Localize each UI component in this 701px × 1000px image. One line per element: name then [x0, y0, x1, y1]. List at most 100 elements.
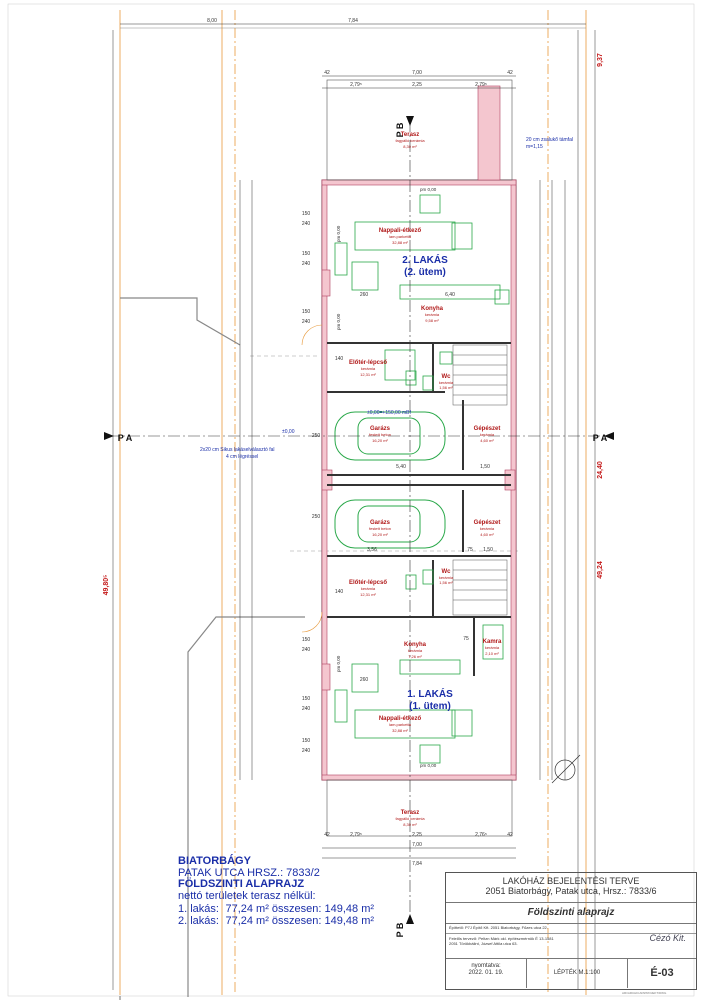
- plan-name: FÖLDSZINTI ALAPRAJZ: [178, 878, 305, 890]
- dim-text: 150: [302, 309, 311, 315]
- room-floor: festett beton: [369, 526, 391, 531]
- dim-text: 2,79⁵: [475, 82, 487, 88]
- site-info: BIATORBÁGY PATAK UTCA HRSZ.: 7833/2 FÖLD…: [178, 856, 408, 928]
- room-area: 2,10 m²: [485, 651, 499, 656]
- room-floor: kerámia: [480, 526, 495, 531]
- dim-text: 7,00: [412, 70, 422, 76]
- level-marker: ±0,00=+150,00 mBf: [367, 410, 411, 416]
- dim-text: pm 0,00: [336, 225, 341, 242]
- dim-text: 3,56: [367, 547, 377, 553]
- wall-hatching: [321, 179, 517, 781]
- designer-address: 2051 Törökbálint, József Attila utca 63.: [449, 941, 518, 946]
- room-floor: kerámia: [439, 380, 454, 385]
- site-street: PATAK UTCA HRSZ.: 7833/2: [178, 867, 320, 879]
- room-floor: kerámia: [480, 432, 495, 437]
- door-swings: [301, 324, 323, 633]
- sheet-title: Földszinti alaprajz: [446, 903, 696, 924]
- dim-text: 140: [335, 589, 344, 595]
- room-name: Terasz: [401, 132, 420, 138]
- room-floor: kerámia: [361, 366, 376, 371]
- sheet-number: É-03: [650, 967, 674, 979]
- dim-text: 42: [324, 70, 330, 76]
- section-mark: P A: [118, 433, 133, 443]
- room-area: 4,60 m²: [480, 438, 494, 443]
- room-area: 16,20 m²: [372, 532, 388, 537]
- room-area: 12,31 m²: [360, 372, 376, 377]
- room-name: Kamra: [483, 639, 502, 645]
- dim-text: 1,50: [480, 464, 490, 470]
- room-area: 4,60 m²: [480, 532, 494, 537]
- print-date: nyomtatva: 2022. 01. 19.: [446, 959, 527, 988]
- room-area: 12,31 m²: [360, 592, 376, 597]
- unit-label: 2. LAKÁS: [402, 253, 448, 266]
- dim-text: 75: [463, 636, 469, 642]
- scale: LÉPTÉK M.1:100: [527, 959, 628, 988]
- dim-text: 42: [324, 832, 330, 838]
- dim-text: 260: [360, 677, 369, 683]
- unit-phase: (1. ütem): [409, 701, 451, 712]
- dim-text: 7,84: [412, 861, 422, 867]
- dim-text: 150: [302, 211, 311, 217]
- room-floor: fagyálló kerámia: [395, 138, 425, 143]
- dim-text: 1,50: [483, 547, 493, 553]
- room-area: 32,88 m²: [392, 240, 408, 245]
- designer-box: Felelős tervező: Peltzn Márk okl. építés…: [446, 934, 696, 959]
- wall-note: 20 cm zsalukő támfal: [526, 137, 573, 143]
- room-floor: lam.parketta: [389, 234, 412, 239]
- room-floor: festett beton: [369, 432, 391, 437]
- level-marker: ±0,00: [282, 429, 295, 435]
- builder-line: Építtető: P7J Építő Kft. 2051 Biatorbágy…: [446, 924, 696, 934]
- area-unit: 1. lakás:: [178, 903, 219, 915]
- dim-text: 150: [302, 738, 311, 744]
- dim-text: 240: [302, 319, 311, 325]
- wall-note: m=1,15: [526, 144, 543, 150]
- area-table: 1. lakás: 77,24 m² összesen: 149,48 m² 2…: [178, 903, 408, 927]
- dim-text: 250: [312, 433, 321, 439]
- room-name: Wc: [442, 569, 452, 575]
- dim-text: 250: [312, 514, 321, 520]
- dim-text: 240: [302, 261, 311, 267]
- dim-text: 7,84: [348, 18, 358, 24]
- room-name: Előtér-lépcső: [349, 580, 387, 586]
- dim-text: 2,25: [412, 832, 422, 838]
- room-floor: lam.parketta: [389, 722, 412, 727]
- room-name: Nappali-étkező: [379, 228, 422, 234]
- title-block: LAKÓHÁZ BEJELENTÉSI TERVE 2051 Biatorbág…: [445, 872, 697, 990]
- dim-text: 260: [360, 292, 369, 298]
- file-path: AR\\ARCHICAD\PROJEKT\DWG: [622, 991, 667, 995]
- room-floor: kerámia: [425, 312, 440, 317]
- dim-text: pm 0,00: [420, 187, 437, 192]
- dim-text: pm 0,00: [336, 655, 341, 672]
- area-note: nettó területek terasz nélkül:: [178, 890, 316, 902]
- room-name: Előtér-lépcső: [349, 360, 387, 366]
- dim-text: 150: [302, 251, 311, 257]
- section-mark: P B: [395, 122, 405, 137]
- room-floor: kerámia: [439, 575, 454, 580]
- signature: Cézó Kit.: [649, 933, 686, 943]
- dim-total: 49,24: [597, 561, 604, 579]
- wall-note: 4 cm légréssel: [226, 454, 258, 460]
- dim-text: 8,00: [207, 18, 217, 24]
- dim-total: 24,40: [597, 461, 604, 479]
- dim-text: 75: [467, 547, 473, 553]
- dim-text: pm 0,00: [336, 313, 341, 330]
- room-area: 7,26 m²: [408, 654, 422, 659]
- furniture: [334, 194, 510, 764]
- section-mark: P A: [593, 433, 608, 443]
- room-floor: kerámia: [361, 586, 376, 591]
- terrace-outlines: [326, 79, 513, 837]
- dim-text: 150: [302, 696, 311, 702]
- dim-total: 9,37: [597, 53, 604, 67]
- plot-boundary: [119, 10, 587, 995]
- dim-text: 240: [302, 647, 311, 653]
- project-name: LAKÓHÁZ BEJELENTÉSI TERVE: [502, 876, 640, 886]
- title-block-header: LAKÓHÁZ BEJELENTÉSI TERVE 2051 Biatorbág…: [446, 873, 696, 903]
- area-value: 77,24 m² összesen: 149,48 m²: [225, 903, 375, 915]
- room-area: 16,20 m²: [372, 438, 388, 443]
- dim-text: 2,76⁵: [475, 832, 487, 838]
- wall-note: 2x20 cm Sikus lakáselválasztó fal: [200, 447, 274, 453]
- area-row: 2. lakás: 77,24 m² összesen: 149,48 m²: [178, 915, 408, 927]
- room-name: Garázs: [370, 520, 391, 526]
- room-area: 8,30 m²: [403, 822, 417, 827]
- room-area: 9,58 m²: [425, 318, 439, 323]
